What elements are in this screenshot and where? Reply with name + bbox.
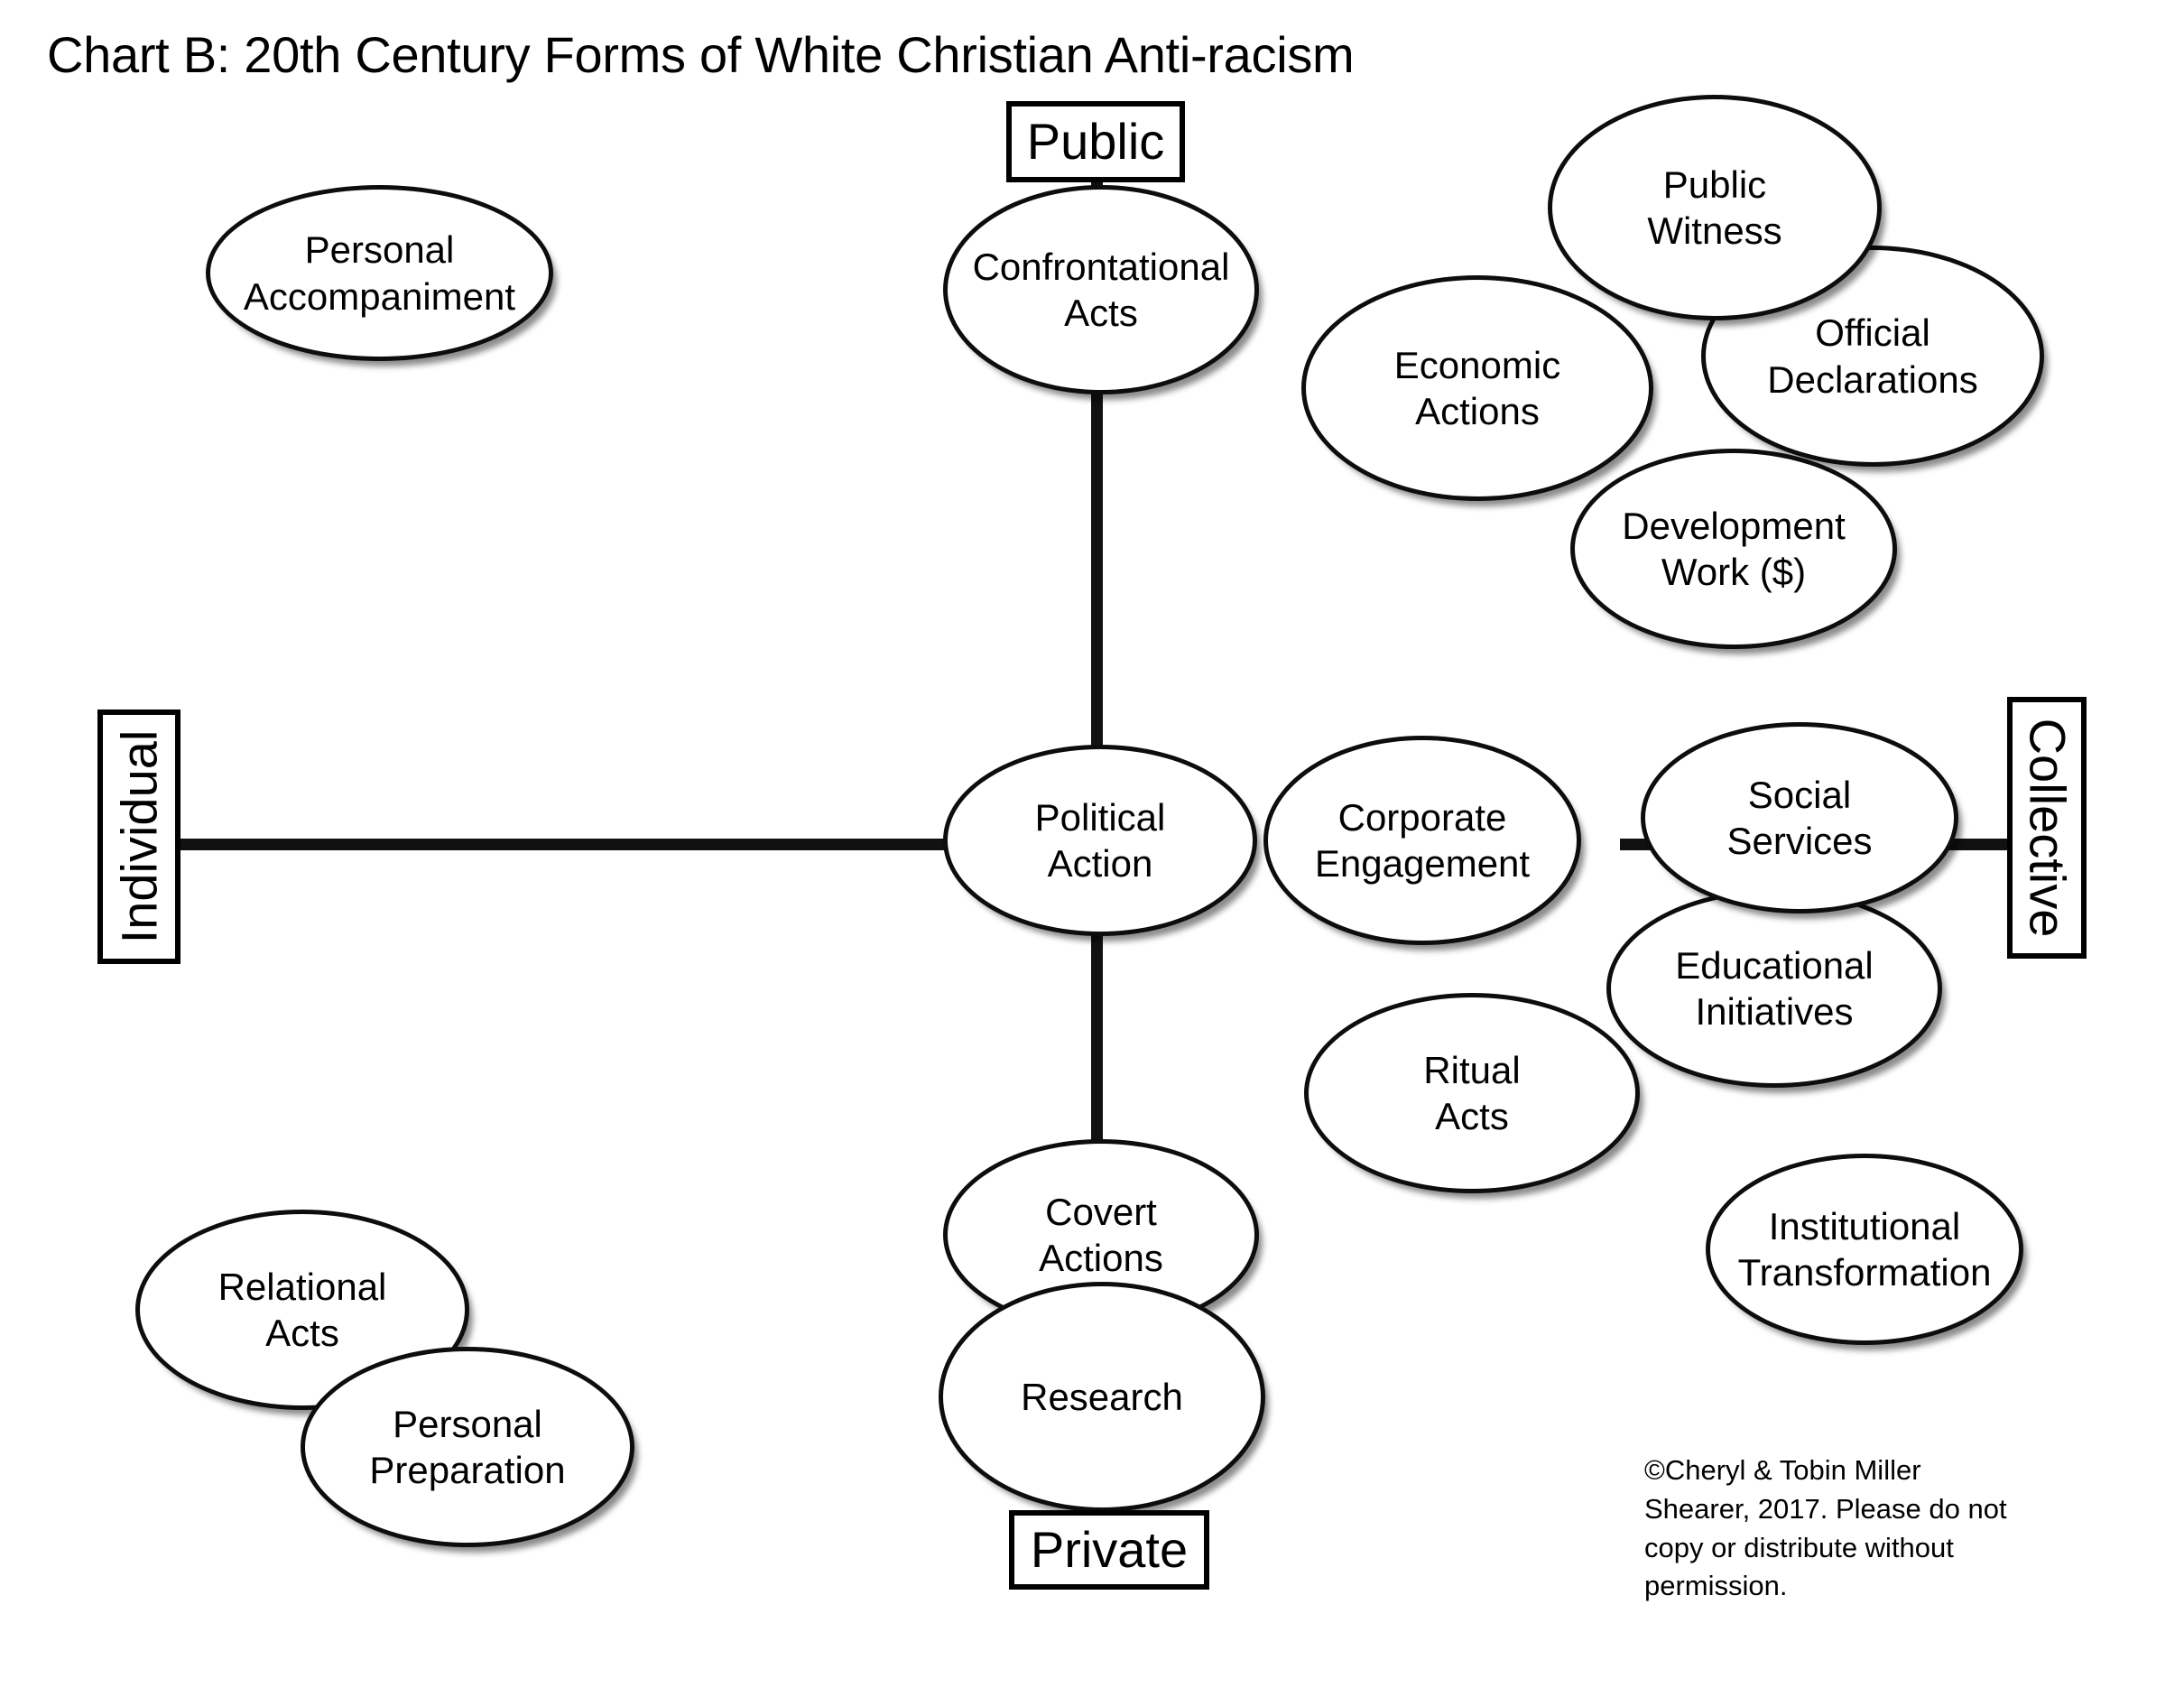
node-corporate-engagement[interactable]: Corporate Engagement <box>1263 736 1581 945</box>
pole-label-public: Public <box>1026 113 1165 170</box>
copyright-notice: ©Cheryl & Tobin Miller Shearer, 2017. Pl… <box>1644 1454 2007 1602</box>
node-label-institutional-transformation: Institutional Transformation <box>1737 1204 1992 1294</box>
node-ritual-acts[interactable]: Ritual Acts <box>1304 993 1640 1193</box>
node-personal-preparation[interactable]: Personal Preparation <box>301 1347 634 1547</box>
node-label-covert-actions: Covert Actions <box>1039 1190 1163 1279</box>
node-label-public-witness: Public Witness <box>1647 162 1782 252</box>
node-research[interactable]: Research <box>939 1282 1265 1512</box>
node-label-development-work: Development Work ($) <box>1622 504 1846 593</box>
node-label-social-services: Social Services <box>1726 773 1873 862</box>
node-label-relational-acts: Relational Acts <box>217 1265 387 1354</box>
node-label-confrontational-acts: Confrontational Acts <box>972 245 1230 334</box>
node-institutional-transformation[interactable]: Institutional Transformation <box>1706 1154 2023 1345</box>
node-social-services[interactable]: Social Services <box>1641 722 1958 914</box>
node-development-work[interactable]: Development Work ($) <box>1570 449 1897 649</box>
pole-box-collective[interactable]: Collective <box>2007 697 2087 959</box>
node-official-declarations[interactable]: Official Declarations <box>1701 246 2044 467</box>
node-confrontational-acts[interactable]: Confrontational Acts <box>943 185 1259 394</box>
pole-box-public[interactable]: Public <box>1006 101 1185 182</box>
node-political-action[interactable]: Political Action <box>943 745 1257 936</box>
pole-box-individual[interactable]: Individual <box>97 710 180 964</box>
node-label-political-action: Political Action <box>1034 795 1166 885</box>
horizontal-axis-right-outer <box>1936 839 2013 850</box>
node-public-witness[interactable]: Public Witness <box>1548 95 1882 320</box>
node-label-personal-preparation: Personal Preparation <box>369 1402 566 1491</box>
pole-box-private[interactable]: Private <box>1009 1510 1209 1590</box>
node-label-personal-accompaniment: Personal Accompaniment <box>243 228 516 318</box>
node-educational-initiatives[interactable]: Educational Initiatives <box>1606 889 1942 1088</box>
node-label-ritual-acts: Ritual Acts <box>1423 1048 1521 1137</box>
node-label-educational-initiatives: Educational Initiatives <box>1675 943 1874 1033</box>
page-title: Chart B: 20th Century Forms of White Chr… <box>47 26 1355 83</box>
node-economic-actions[interactable]: Economic Actions <box>1301 275 1653 501</box>
node-label-research: Research <box>1021 1375 1183 1418</box>
node-label-corporate-engagement: Corporate Engagement <box>1314 795 1531 885</box>
pole-label-private: Private <box>1030 1521 1189 1578</box>
pole-label-individual: Individual <box>110 729 168 944</box>
node-personal-accompaniment[interactable]: Personal Accompaniment <box>206 185 553 361</box>
pole-label-collective: Collective <box>2019 718 2077 938</box>
horizontal-axis-left <box>177 839 971 850</box>
node-label-official-declarations: Official Declarations <box>1767 311 1978 401</box>
node-label-economic-actions: Economic Actions <box>1393 343 1561 432</box>
